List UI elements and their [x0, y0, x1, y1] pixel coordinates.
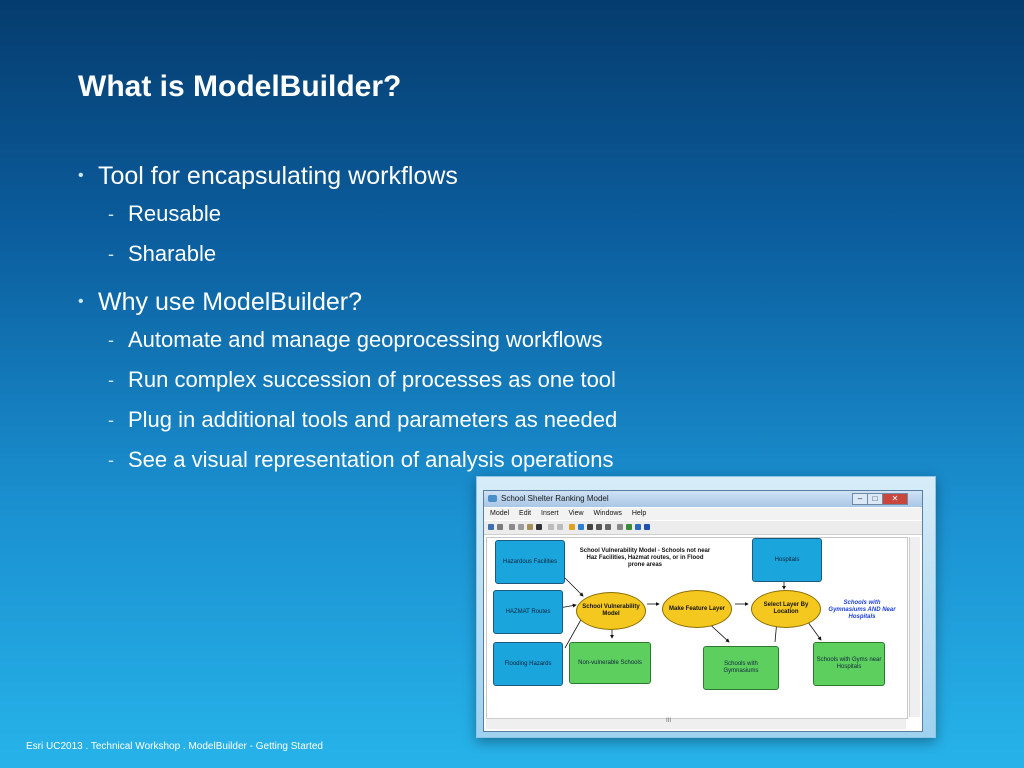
maximize-button[interactable]: □ [867, 493, 883, 505]
sub-bullet-text: See a visual representation of analysis … [128, 447, 614, 472]
validate-icon[interactable] [635, 524, 641, 530]
redo-icon[interactable] [557, 524, 563, 530]
minimize-button[interactable]: – [852, 493, 868, 505]
sub-bullet-item: - See a visual representation of analysi… [78, 440, 778, 480]
bullet-item: • Tool for encapsulating workflows [78, 158, 778, 194]
menu-model[interactable]: Model [490, 510, 510, 517]
save-icon[interactable] [488, 524, 494, 530]
pan-icon[interactable] [605, 524, 611, 530]
cut-icon[interactable] [509, 524, 515, 530]
dash-icon: - [108, 244, 114, 264]
bullet-dot-icon: • [78, 293, 84, 310]
slide-title: What is ModelBuilder? [78, 70, 402, 103]
sub-bullet-text: Run complex succession of processes as o… [128, 367, 616, 392]
menu-windows[interactable]: Windows [593, 510, 622, 517]
copy-icon[interactable] [518, 524, 524, 530]
close-button[interactable]: ✕ [882, 493, 908, 505]
toolbar [484, 521, 922, 535]
menu-insert[interactable]: Insert [541, 510, 559, 517]
node-hospitals[interactable]: Hospitals [752, 538, 822, 582]
add-data-icon[interactable] [569, 524, 575, 530]
tool-make-feature-layer[interactable]: Make Feature Layer [662, 590, 732, 628]
vertical-scrollbar[interactable] [909, 537, 920, 717]
window-titlebar[interactable]: School Shelter Ranking Model – □ ✕ [484, 491, 922, 507]
dash-icon: - [108, 330, 114, 350]
print-icon[interactable] [497, 524, 503, 530]
tool-school-vulnerability-model[interactable]: School Vulnerability Model [576, 592, 646, 630]
node-schools-with-gyms-near-hospitals[interactable]: Schools with Gyms near Hospitals [813, 642, 885, 686]
bullet-list: • Tool for encapsulating workflows - Reu… [78, 158, 778, 480]
node-non-vulnerable-schools[interactable]: Non-vulnerable Schools [569, 642, 651, 684]
modelbuilder-window: School Shelter Ranking Model – □ ✕ Model… [483, 490, 923, 732]
window-title: School Shelter Ranking Model [501, 494, 609, 503]
dash-icon: - [108, 450, 114, 470]
node-schools-with-gymnasiums[interactable]: Schools with Gymnasiums [703, 646, 779, 690]
sub-bullet-text: Sharable [128, 241, 217, 266]
modelbuilder-icon [488, 495, 497, 502]
menu-help[interactable]: Help [631, 510, 647, 517]
select-icon[interactable] [617, 524, 623, 530]
screenshot-frame: School Shelter Ranking Model – □ ✕ Model… [476, 476, 936, 738]
model-note: School Vulnerability Model - Schools not… [579, 548, 711, 568]
connect-icon[interactable] [626, 524, 632, 530]
menu-bar: Model Edit Insert View Windows Help [484, 508, 922, 520]
model-note-blue: Schools with Gymnasiums AND Near Hospita… [828, 600, 896, 620]
menu-view[interactable]: View [568, 510, 584, 517]
menu-edit[interactable]: Edit [519, 510, 532, 517]
node-hazmat-routes[interactable]: HAZMAT Routes [493, 590, 563, 634]
bullet-text: Why use ModelBuilder? [98, 288, 363, 316]
layout-icon[interactable] [578, 524, 584, 530]
full-extent-icon[interactable] [587, 524, 593, 530]
sub-bullet-item: - Plug in additional tools and parameter… [78, 400, 778, 440]
delete-icon[interactable] [536, 524, 542, 530]
horizontal-scrollbar[interactable]: III [486, 718, 906, 729]
sub-bullet-text: Automate and manage geoprocessing workfl… [128, 327, 603, 352]
sub-bullet-text: Reusable [128, 201, 221, 226]
sub-bullet-item: - Automate and manage geoprocessing work… [78, 320, 778, 360]
dash-icon: - [108, 370, 114, 390]
zoom-icon[interactable] [596, 524, 602, 530]
sub-bullet-item: - Run complex succession of processes as… [78, 360, 778, 400]
undo-icon[interactable] [548, 524, 554, 530]
scroll-grip: III [666, 718, 672, 724]
model-canvas[interactable]: Hazardous Facilities HAZMAT Routes Flood… [486, 537, 908, 719]
bullet-dot-icon: • [78, 167, 84, 184]
bullet-item: • Why use ModelBuilder? [78, 284, 778, 320]
sub-bullet-text: Plug in additional tools and parameters … [128, 407, 618, 432]
node-hazardous-facilities[interactable]: Hazardous Facilities [495, 540, 565, 584]
tool-select-layer-by-location[interactable]: Select Layer By Location [751, 590, 821, 628]
run-icon[interactable] [644, 524, 650, 530]
node-flooding-hazards[interactable]: Flooding Hazards [493, 642, 563, 686]
sub-bullet-item: - Sharable [78, 234, 778, 274]
bullet-text: Tool for encapsulating workflows [98, 162, 458, 190]
footer-text: Esri UC2013 . Technical Workshop . Model… [26, 741, 323, 752]
dash-icon: - [108, 204, 114, 224]
dash-icon: - [108, 410, 114, 430]
paste-icon[interactable] [527, 524, 533, 530]
sub-bullet-item: - Reusable [78, 194, 778, 234]
